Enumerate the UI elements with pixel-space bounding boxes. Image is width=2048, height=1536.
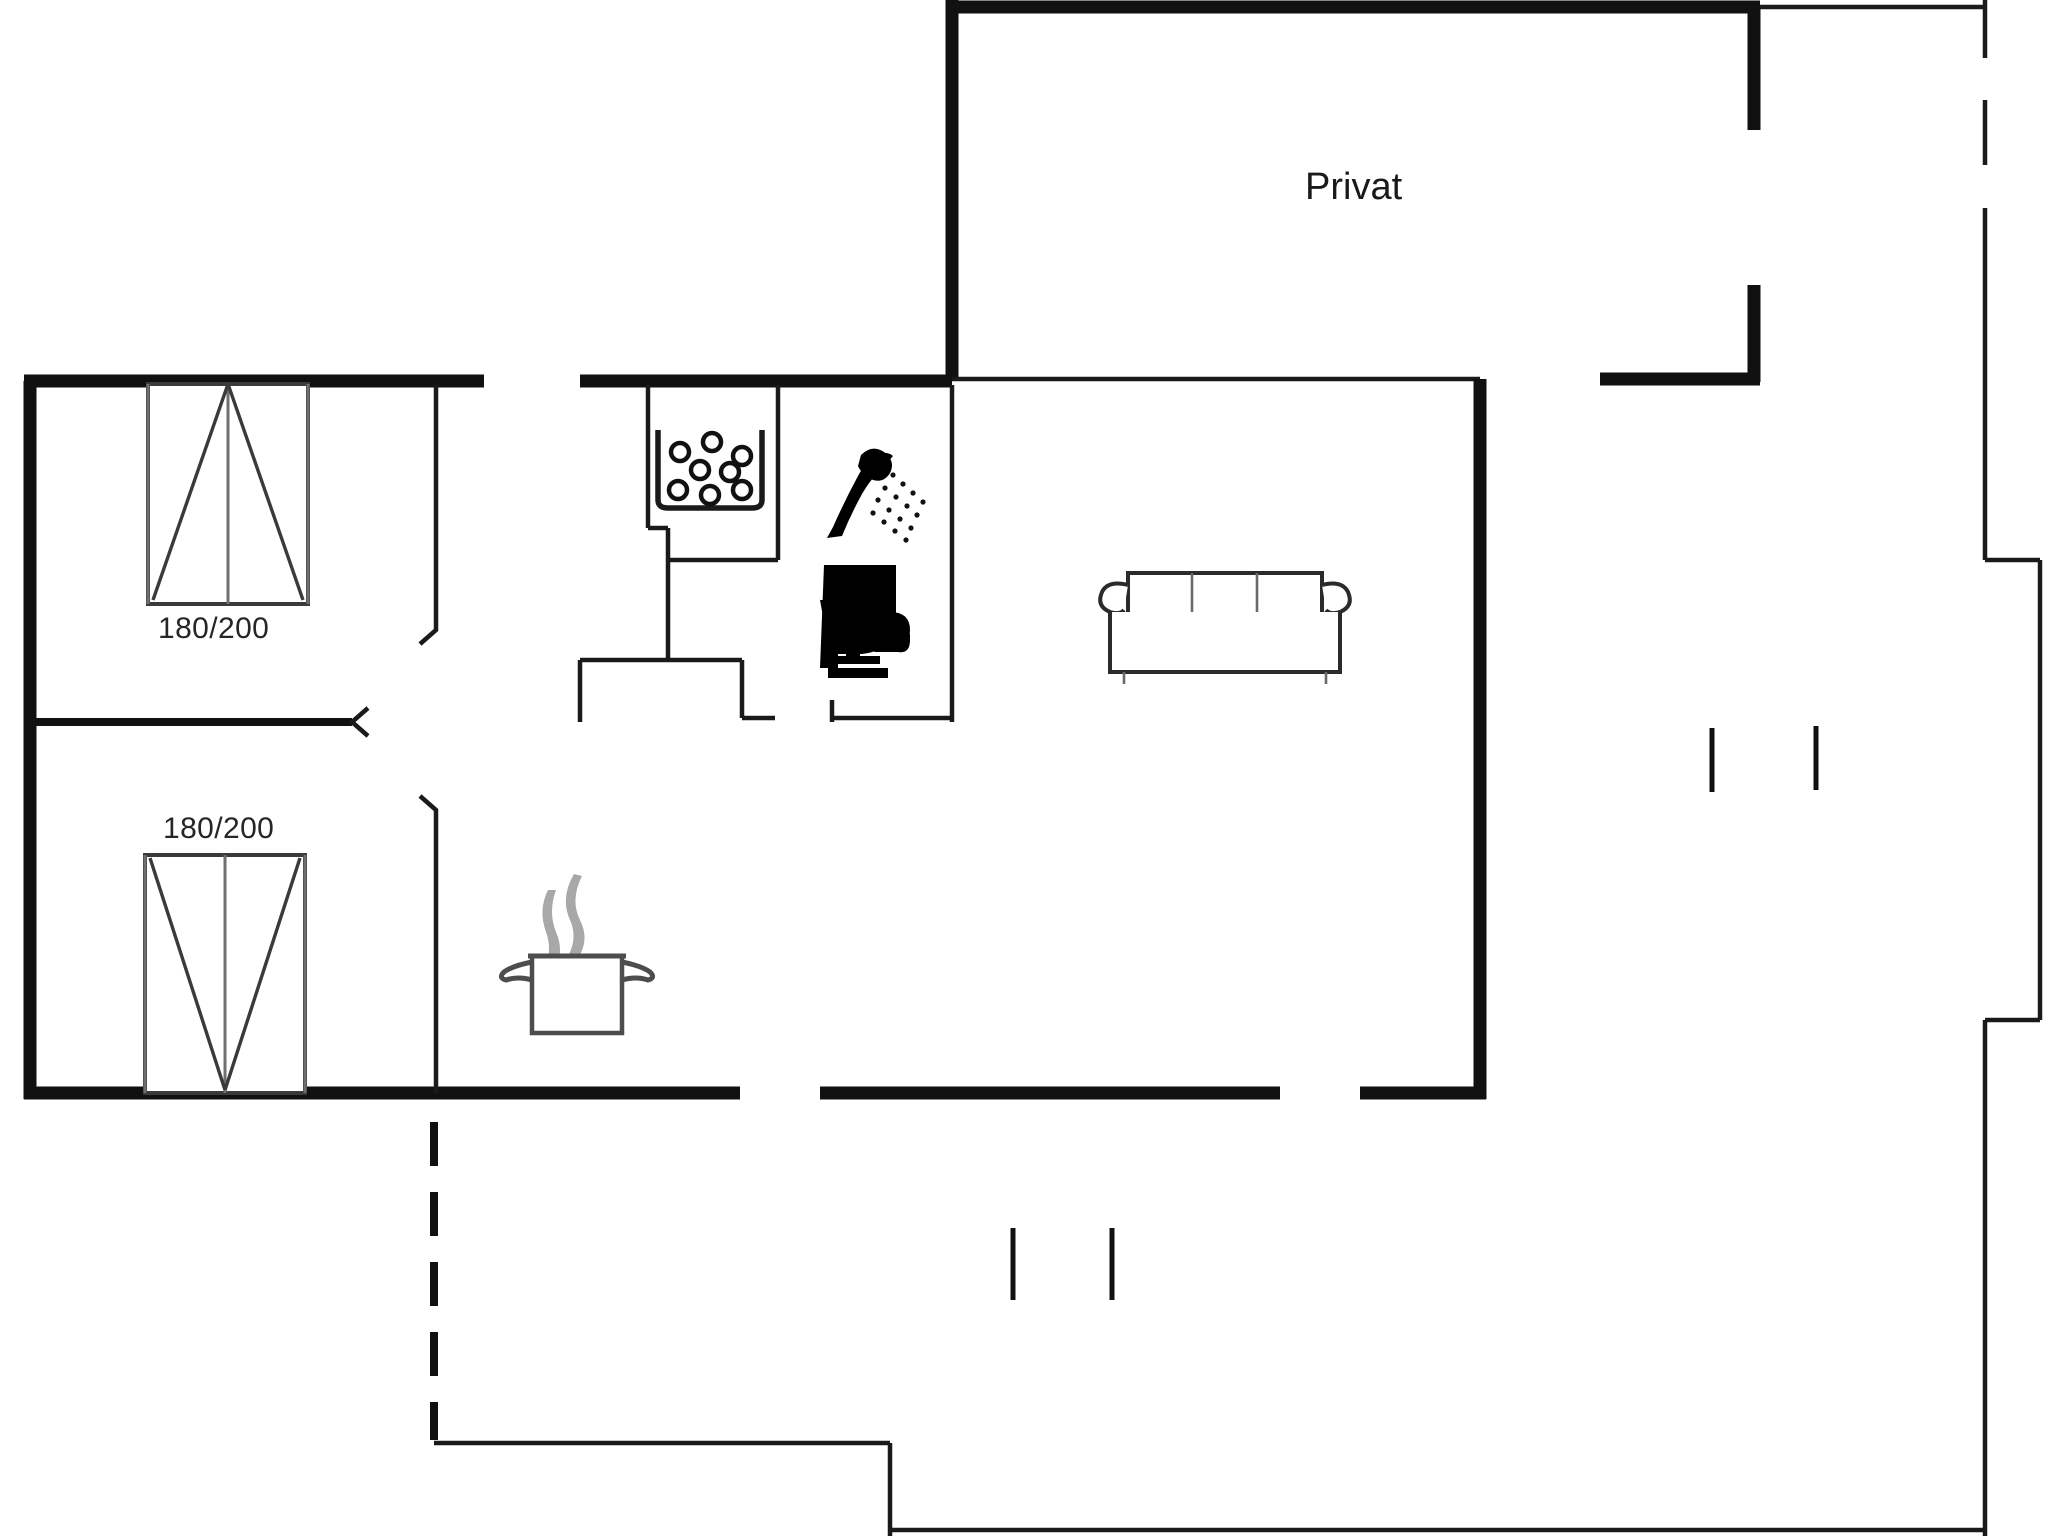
toilet-icon: [820, 565, 910, 678]
shower-head: [858, 448, 892, 481]
bed-upper-diag-right: [226, 383, 305, 601]
steam-right: [565, 874, 585, 958]
step-marks-upper: [1709, 726, 1819, 792]
step-marks-lower: [1010, 1228, 1115, 1300]
steam-left: [542, 890, 560, 968]
bedroom-walls: [23, 374, 740, 1100]
bathroom-walls: [577, 374, 955, 722]
pot-handle-right: [621, 959, 656, 983]
washer-bubble-6: [666, 478, 690, 502]
bed-lower-diag-left: [148, 857, 227, 1091]
private-room-walls: [945, 0, 1761, 386]
sofa-arm-right: [1321, 581, 1352, 616]
wall-bedroom-partition-lower: [418, 794, 439, 1093]
washer-bubble-2: [700, 430, 724, 454]
living-room-walls: [820, 379, 1487, 1100]
washer-bubble-8: [730, 478, 754, 502]
washer-bubble-1: [668, 440, 692, 464]
bed-upper-diag-left: [151, 383, 230, 601]
bed-lower: [143, 853, 307, 1095]
bed-upper: [146, 382, 310, 606]
washer-bubble-5: [718, 460, 742, 484]
pot-body: [529, 953, 625, 1036]
washer-bubble-3: [730, 444, 754, 468]
bed-lower-dimension-label: 180/200: [163, 812, 275, 845]
sofa-base: [1108, 612, 1342, 674]
terrace-walls: [430, 1122, 1985, 1536]
bed-upper-dimension-label: 180/200: [158, 612, 270, 645]
door-swing-icon: [348, 706, 370, 738]
terrace-outline-right: [1760, 0, 2043, 1536]
washer-bubble-7: [698, 483, 722, 507]
pot-handle-left: [498, 959, 533, 983]
sofa-arm-left: [1098, 581, 1129, 616]
shower-spray: [870, 472, 926, 543]
washing-machine-icon: [655, 430, 765, 511]
bed-lower-diag-right: [223, 857, 302, 1091]
shower-icon: [827, 448, 926, 543]
sofa-icon: [1098, 571, 1352, 684]
room-label-private: Privat: [1305, 166, 1403, 208]
cooking-pot-icon: [498, 874, 656, 1036]
wall-bedroom-partition-upper: [418, 385, 439, 646]
toilet-body: [820, 565, 896, 678]
washer-bubble-4: [688, 458, 712, 482]
